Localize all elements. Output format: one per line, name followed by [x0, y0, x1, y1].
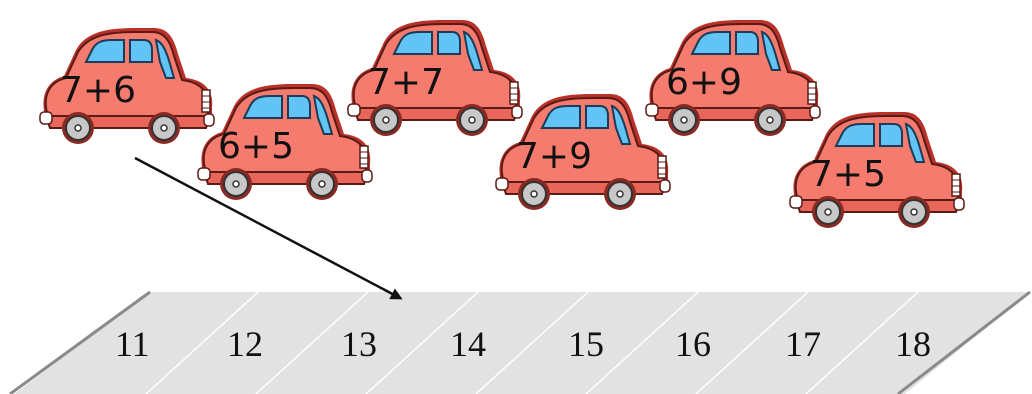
parking-lot-right-edge — [897, 290, 1031, 394]
car-7-plus-6[interactable]: 7+6 — [39, 27, 215, 145]
slot-divider — [805, 291, 919, 394]
car-6-plus-9[interactable]: 6+9 — [645, 19, 821, 137]
slot-dividers — [145, 291, 919, 394]
slot-divider — [475, 291, 589, 394]
parking-slot-17[interactable]: 17 — [785, 324, 821, 364]
slot-divider — [145, 291, 259, 394]
car-7-plus-5[interactable]: 7+5 — [789, 111, 965, 229]
slot-divider — [695, 291, 809, 394]
example-arrow — [134, 156, 403, 300]
parking-slot-16[interactable]: 16 — [675, 324, 711, 364]
car-expression: 6+9 — [666, 62, 742, 103]
slot-divider — [365, 291, 479, 394]
car-7-plus-9[interactable]: 7+9 — [495, 93, 671, 211]
parking-lot: 11 12 13 14 15 16 17 18 — [9, 290, 1031, 394]
slot-divider — [255, 291, 369, 394]
parking-slot-11[interactable]: 11 — [115, 324, 150, 364]
car-expression: 7+5 — [810, 154, 886, 195]
slot-divider — [585, 291, 699, 394]
parking-slot-15[interactable]: 15 — [568, 324, 604, 364]
car-expression: 7+7 — [368, 62, 444, 103]
parking-slot-13[interactable]: 13 — [341, 324, 377, 364]
car-expression: 7+9 — [516, 136, 592, 177]
parking-lot-left-edge — [9, 290, 151, 394]
car-expression: 6+5 — [218, 126, 294, 167]
parking-slot-14[interactable]: 14 — [450, 324, 486, 364]
car-6-plus-5[interactable]: 6+5 — [197, 83, 373, 201]
car-expression: 7+6 — [60, 70, 136, 111]
parking-lot-surface — [14, 292, 1030, 394]
parking-slot-18[interactable]: 18 — [895, 324, 931, 364]
car-7-plus-7[interactable]: 7+7 — [347, 19, 523, 137]
parking-slot-12[interactable]: 12 — [227, 324, 263, 364]
